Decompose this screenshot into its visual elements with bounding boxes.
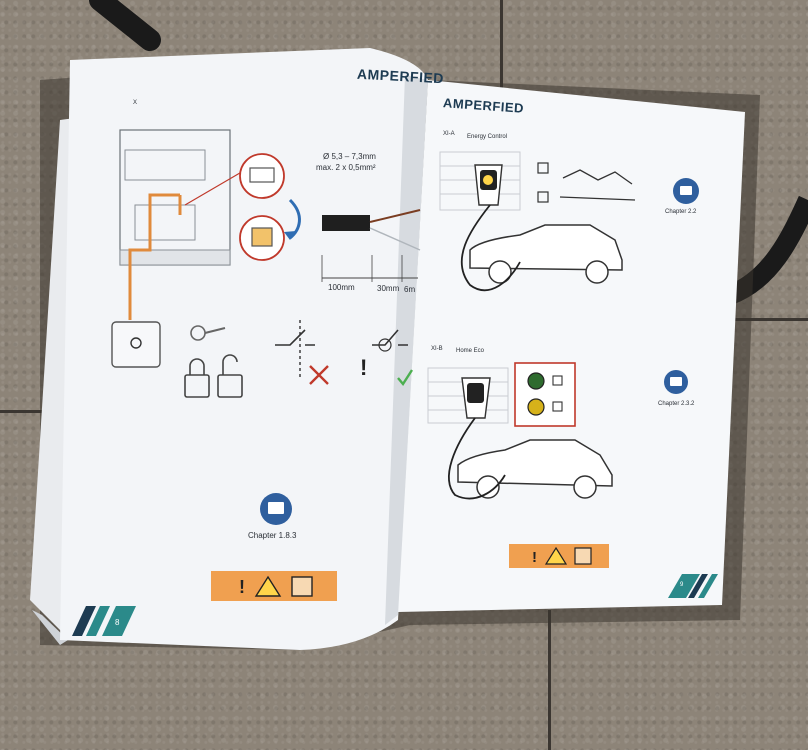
diagram-label: X [133, 100, 138, 106]
key-switch-illustration [111, 321, 161, 368]
pavement-seam [548, 610, 551, 750]
charging-cable [448, 417, 506, 500]
power-curve [562, 169, 633, 185]
pavement-seam [720, 318, 808, 321]
dimension-label-6mm: 6m [404, 285, 416, 294]
footer-logo-mark [688, 574, 708, 598]
zoom-callout-circle [239, 153, 285, 199]
charging-cable [460, 204, 521, 292]
exclamation-icon: ! [360, 355, 367, 380]
switch-symbol-icon [275, 320, 315, 380]
electric-hazard-icon [544, 546, 568, 565]
left-chapter-reference: Chapter 1.8.3 [248, 531, 297, 540]
keyhole-icon [130, 337, 142, 349]
pavement-seam [0, 410, 45, 413]
page-stack-edge [32, 610, 68, 645]
section-b-code: XI-B [431, 346, 443, 352]
wallbox-display [467, 383, 484, 403]
lock-open-icon [217, 354, 243, 398]
wire-lead [369, 227, 421, 251]
right-page [398, 80, 745, 612]
power-curve [559, 196, 636, 201]
footer-page-tab [102, 606, 136, 636]
wallbox-bottom [119, 249, 231, 266]
dimension-label-30mm: 30mm [377, 284, 400, 293]
dimension-label-100mm: 100mm [328, 283, 355, 292]
lock-icon [537, 162, 549, 174]
footer-logo-mark [72, 606, 96, 636]
book-spine [385, 75, 428, 625]
lock-icon [552, 401, 563, 412]
exclamation-icon: ! [532, 549, 537, 566]
electric-hazard-icon [254, 575, 282, 597]
footer-logo-mark [698, 574, 718, 598]
key-icon [190, 325, 226, 341]
terminal-block [134, 204, 196, 241]
exclamation-icon: ! [239, 577, 245, 597]
indicator-led-yellow [527, 398, 545, 416]
footer-logo-mark [86, 606, 110, 636]
car-illustration [457, 439, 613, 499]
section-a-chapter: Chapter 2.2 [665, 209, 697, 215]
charging-cable [89, 0, 161, 51]
lightbulb-icon [483, 175, 493, 185]
section-b-chapter: Chapter 2.3.2 [658, 401, 695, 407]
circuit-board [124, 149, 206, 181]
footer-page-tab [668, 574, 700, 598]
cable-spec-diameter: Ø 5,3 – 7,3mm [323, 152, 376, 161]
arrow-head [284, 231, 296, 240]
left-page [60, 48, 428, 650]
lock-icon [552, 375, 563, 386]
electrician-icon [291, 576, 313, 597]
connector-detail [249, 167, 275, 183]
signal-wire [128, 193, 180, 320]
left-page-number: 8 [115, 618, 120, 627]
right-page-number: 9 [680, 582, 684, 588]
book-glyph [680, 186, 692, 195]
lock-icon [537, 191, 549, 203]
pavement-seam [500, 0, 503, 90]
cross-icon [309, 365, 329, 385]
connector-detail [251, 227, 273, 247]
section-b-title: Home Eco [456, 348, 485, 354]
section-a-title: Energy Control [467, 134, 508, 140]
switch-symbol-icon [372, 329, 408, 352]
callout-line [184, 169, 246, 206]
cable-spec-cross-section: max. 2 x 0,5mm² [316, 163, 376, 172]
electrician-icon [574, 547, 592, 565]
book-glyph [268, 502, 284, 514]
indicator-led-green [527, 372, 545, 390]
section-a-code: XI-A [443, 131, 455, 137]
cable-end-illustration [322, 215, 370, 231]
book-glyph [670, 377, 682, 386]
lock-closed-icon [184, 358, 210, 398]
car-illustration [469, 224, 623, 284]
mode-selector-box [514, 362, 576, 427]
check-icon [397, 369, 414, 387]
wire-lead [369, 209, 421, 223]
